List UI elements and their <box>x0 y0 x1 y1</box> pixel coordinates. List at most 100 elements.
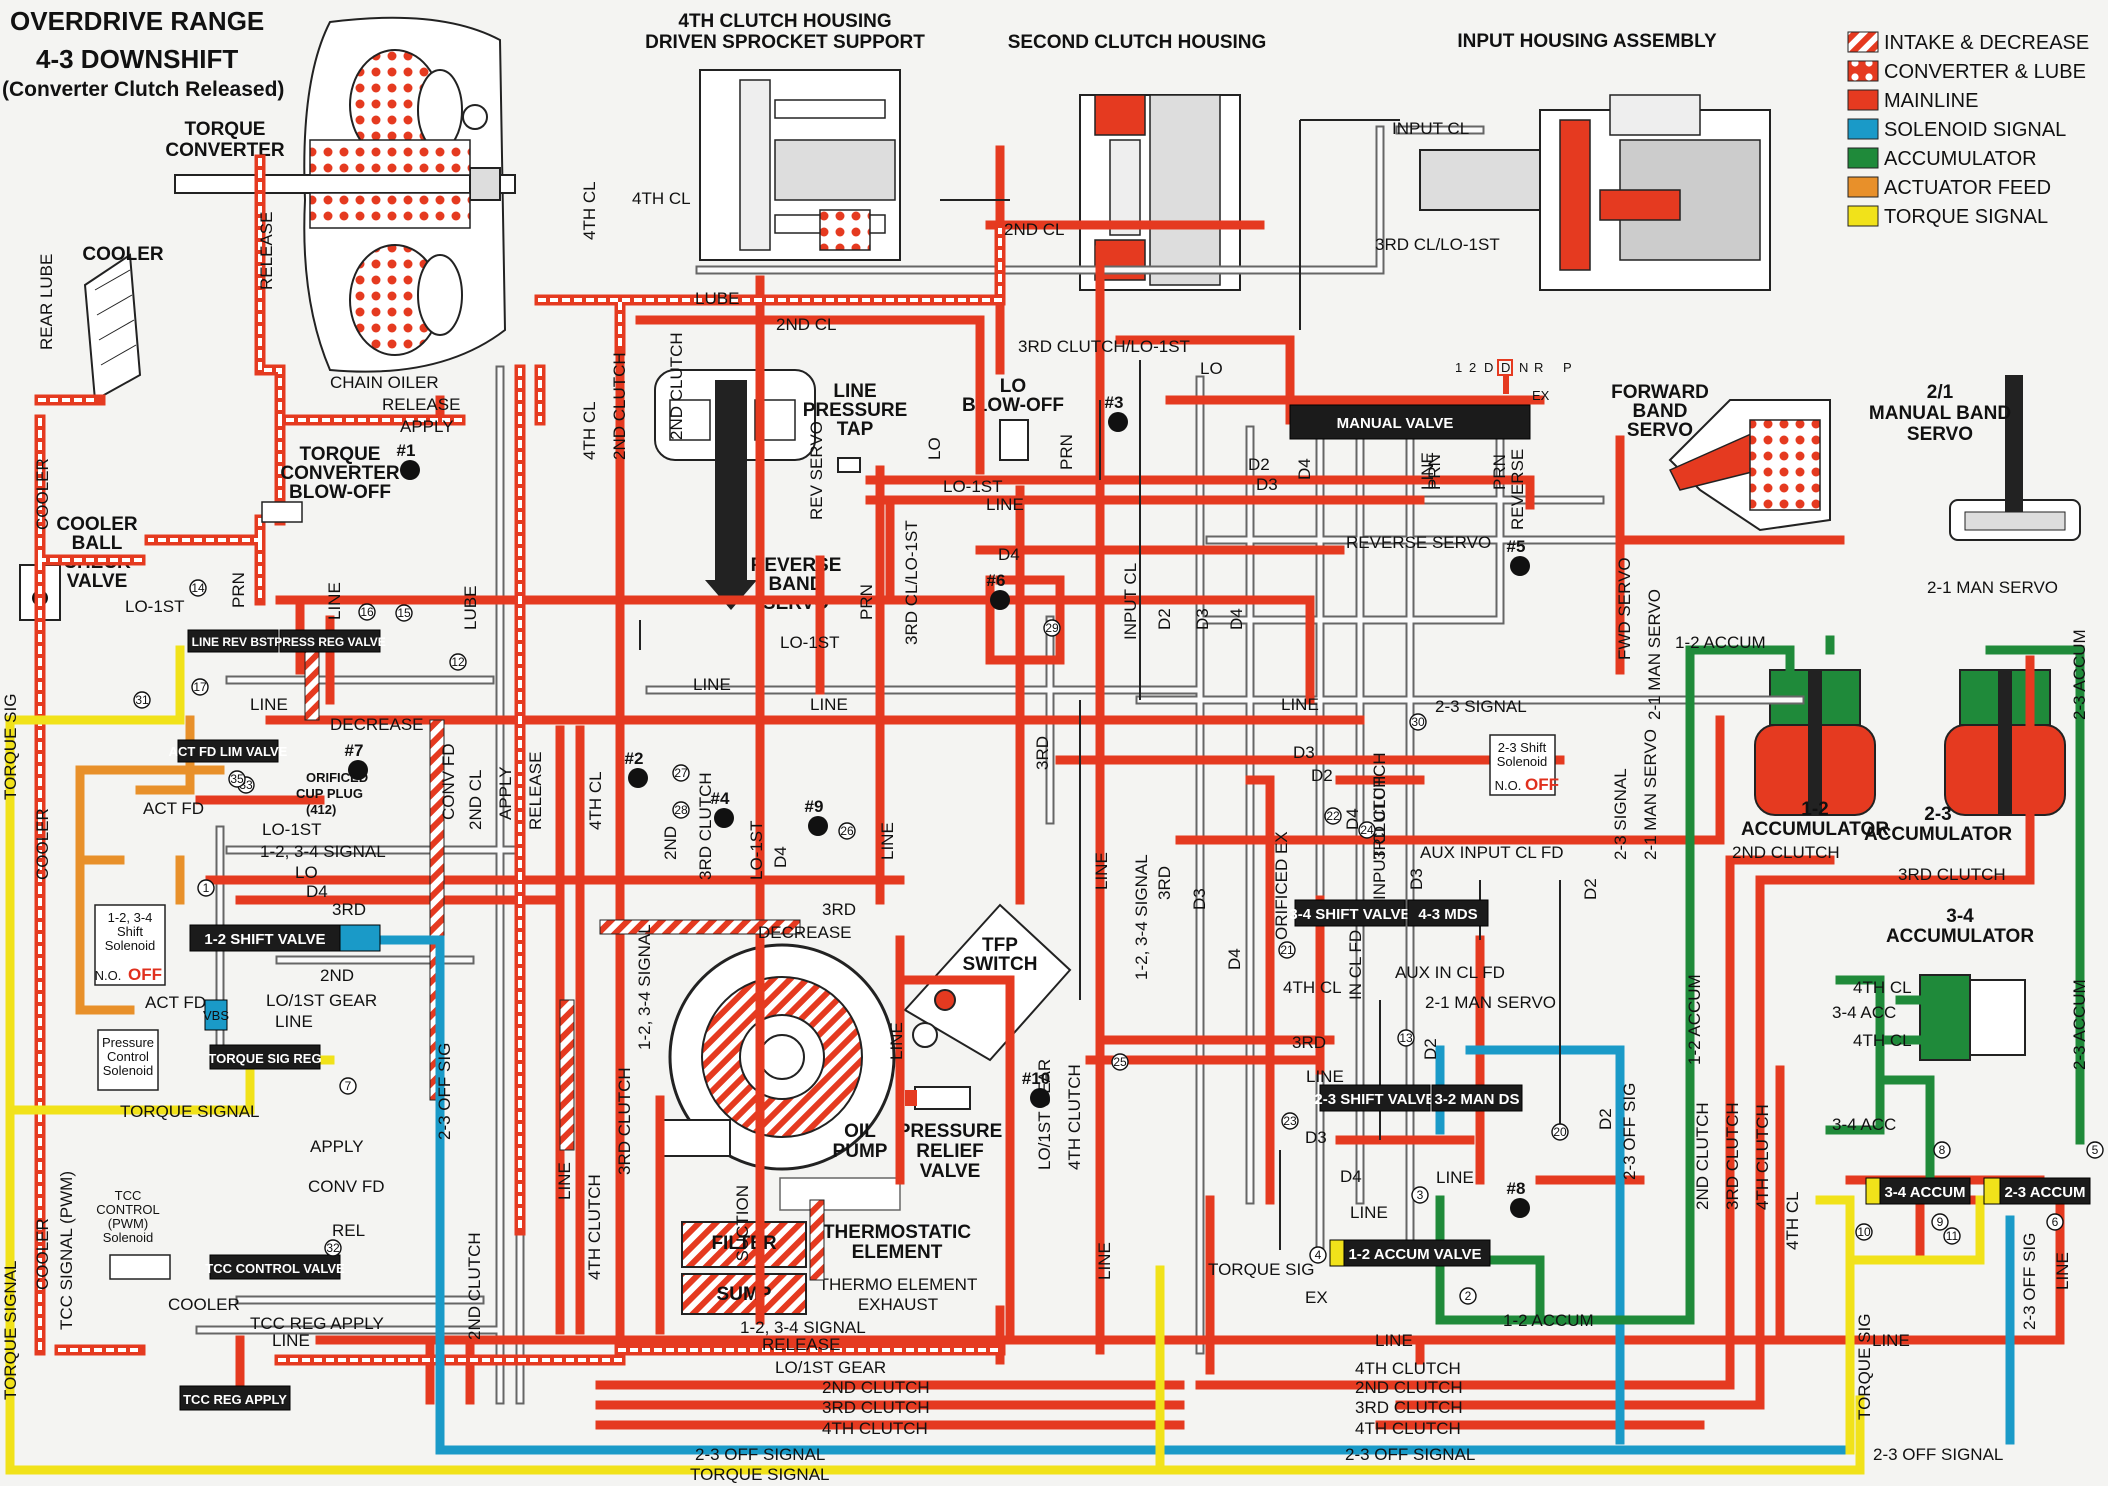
orifice-number-10 <box>1855 1223 1873 1241</box>
check-ball-label-4: #4 <box>711 789 730 808</box>
check-ball-8 <box>1510 1198 1530 1218</box>
passage-labels: REAR LUBE COOLER COOLER COOLER TORQUE SI… <box>1 119 2089 1484</box>
orifice-number-label-25: 25 <box>1113 1055 1127 1069</box>
tcc-reg-apply-valve[interactable]: TCC REG APPLY <box>179 1385 291 1411</box>
check-ball-1 <box>400 460 420 480</box>
acc12-label-2: ACCUMULATOR <box>1741 819 1889 840</box>
label-act-fd: ACT FD <box>143 799 204 818</box>
tc-blowoff-body <box>261 501 303 523</box>
line-rev-bst-valve[interactable]: LINE REV BST <box>187 629 279 653</box>
tcc-sol-label-4: Solenoid <box>103 1230 154 1245</box>
accum-3-4-label: 3-4 ACCUM <box>1884 1184 1965 1201</box>
pcs-label-1: Pressure <box>102 1035 154 1050</box>
orifice-number-30 <box>1409 713 1427 731</box>
orifice-number-label-9: 9 <box>1937 1215 1944 1229</box>
label-2nd-clutch-v1: 2ND CLUTCH <box>610 352 629 460</box>
pcs-label-3: Solenoid <box>103 1063 154 1078</box>
thermostatic-element-body <box>779 1177 901 1211</box>
label-cooler-v2: COOLER <box>33 808 52 880</box>
tcc-pwm-solenoid: TCC CONTROL (PWM) Solenoid <box>96 1188 171 1280</box>
label-lo-1st-mid: LO-1ST <box>780 633 840 652</box>
manual-valve[interactable]: MANUAL VALVE <box>1289 404 1531 440</box>
legend-label-1: CONVERTER & LUBE <box>1884 61 2086 83</box>
shift-2-3-valve[interactable]: 2-3 SHIFT VALVE <box>1314 1084 1436 1112</box>
label-line-v2: LINE <box>878 822 897 860</box>
reverse-servo-label-2: BAND <box>769 574 824 595</box>
label-2nd-clutch-right: 2ND CLUTCH <box>1732 843 1840 862</box>
orifice-number-17 <box>191 678 209 696</box>
orifice-number-label-5: 5 <box>2092 1143 2099 1157</box>
orifice-number-label-13: 13 <box>1399 1031 1413 1045</box>
label-decrease-1: DECREASE <box>330 715 424 734</box>
label-d2-v4: D2 <box>1596 1108 1615 1130</box>
sol12-off: OFF <box>128 965 162 984</box>
legend-swatch-6 <box>1847 205 1879 227</box>
label-lo-1st-lower: LO-1ST <box>262 820 322 839</box>
label-d4-v3: D4 <box>1225 948 1244 970</box>
tcc-control-valve[interactable]: TCC CONTROL VALVE <box>205 1254 345 1280</box>
check-ball-2 <box>628 768 648 788</box>
mds-4-3-valve[interactable]: 4-3 MDS <box>1407 899 1489 927</box>
label-act-fd-2: ACT FD <box>145 993 206 1012</box>
label-lo-1st-gear-bottom: LO/1ST GEAR <box>775 1358 886 1377</box>
man-ds-3-2-label: 3-2 MAN DS <box>1434 1091 1519 1108</box>
label-ex-mid: EX <box>1305 1288 1328 1307</box>
check-ball-label-10: #10 <box>1022 1069 1050 1088</box>
manual-band-servo-illustration <box>1949 375 2081 541</box>
accumulator-2-3-illustration <box>1944 669 2066 816</box>
label-2nd-cl-h: 2ND CL <box>776 315 836 334</box>
orifice-number-27 <box>672 764 690 782</box>
label-line-low: LINE <box>555 1162 574 1200</box>
selector-pos-r: R <box>1534 360 1543 375</box>
lo-blowoff-label-1: LO <box>1000 376 1026 397</box>
man-ds-3-2-valve[interactable]: 3-2 MAN DS <box>1431 1084 1523 1112</box>
label-1234-signal-bottom: 1-2, 3-4 SIGNAL <box>740 1318 866 1337</box>
accum-1-2-valve[interactable]: 1-2 ACCUM VALVE <box>1329 1239 1491 1267</box>
orifice-number-label-20: 20 <box>1553 1125 1567 1139</box>
orifice-number-1 <box>197 879 215 897</box>
label-2-1-man-servo-top: 2-1 MAN SERVO <box>1927 578 2058 597</box>
label-3rd-v: 3RD <box>1033 736 1052 770</box>
label-d2-v3: D2 <box>1421 1038 1440 1060</box>
selector-pos-1: 1 <box>1455 360 1462 375</box>
shift-1-2-valve[interactable]: 1-2 SHIFT VALVE <box>189 924 381 952</box>
check-ball-10 <box>1030 1088 1050 1108</box>
label-line-right: LINE <box>1281 695 1319 714</box>
thermo-label-2: ELEMENT <box>852 1242 943 1263</box>
sol12-label-2: Shift <box>117 924 143 939</box>
orifice-number-8 <box>1933 1141 1951 1159</box>
label-lube-v: LUBE <box>461 586 480 630</box>
label-reverse-v: REVERSE <box>1508 449 1527 530</box>
label-1-2-accum-low: 1-2 ACCUM <box>1503 1311 1594 1330</box>
sol23-off: OFF <box>1525 775 1559 794</box>
check-ball-3 <box>1108 412 1128 432</box>
press-reg-label: PRESS REG VALVE <box>274 635 386 649</box>
label-line-left: LINE <box>250 695 288 714</box>
act-fd-lim-valve[interactable]: ACT FD LIM VALVE <box>169 739 288 763</box>
check-ball-label-7: #7 <box>345 741 364 760</box>
label-lo-1st-v: LO-1ST <box>747 820 766 880</box>
label-2-3-off-sig-right: 2-3 OFF SIG <box>1620 1083 1639 1180</box>
label-prn-left: PRN <box>229 572 248 608</box>
check-ball-9 <box>808 816 828 836</box>
orifice-number-9 <box>1931 1213 1949 1231</box>
orificed-cup-label-2: CUP PLUG <box>296 786 363 801</box>
label-d3-top: D3 <box>1256 475 1278 494</box>
label-release-h: RELEASE <box>382 395 460 414</box>
selector-pos-d: D <box>1484 360 1493 375</box>
shift-3-4-valve[interactable]: 3-4 SHIFT VALVE <box>1289 899 1411 927</box>
sol12-label-3: Solenoid <box>105 938 156 953</box>
press-reg-valve[interactable]: PRESS REG VALVE <box>274 629 386 653</box>
label-4th-cl-v3: 4TH CL <box>586 771 605 830</box>
torque-sig-reg-valve[interactable]: TORQUE SIG REG <box>208 1044 322 1070</box>
accum-1-2-label: 1-2 ACCUM VALVE <box>1348 1246 1481 1263</box>
oil-pump-illustration <box>659 943 896 1171</box>
check-ball-label-1: #1 <box>397 441 416 460</box>
title-line-2: 4-3 DOWNSHIFT <box>36 44 238 74</box>
label-4th-clutch-bottom: 4TH CLUTCH <box>1355 1359 1461 1378</box>
accum-3-4-valve[interactable]: 3-4 ACCUM <box>1865 1177 1971 1205</box>
accum-2-3-valve[interactable]: 2-3 ACCUM <box>1983 1177 2091 1205</box>
label-line-left-v: LINE <box>325 582 344 620</box>
label-line-a: LINE <box>986 495 1024 514</box>
